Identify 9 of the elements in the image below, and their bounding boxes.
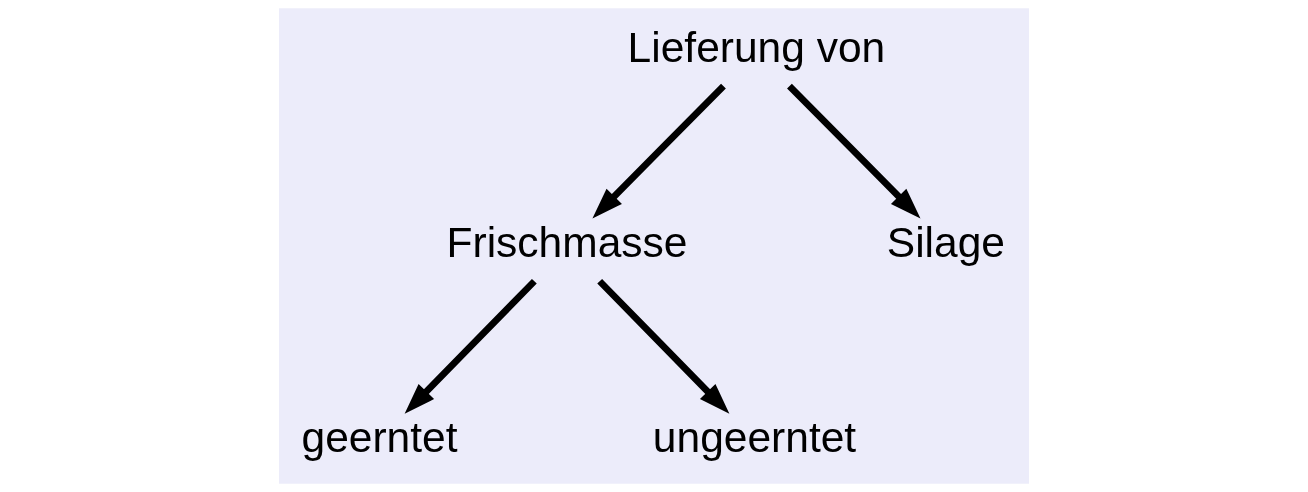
node-text: Silage — [886, 218, 1005, 266]
node-text: ungeerntet — [652, 414, 857, 462]
arrow — [787, 83, 921, 219]
node-text: geerntet — [301, 414, 458, 462]
arrow — [404, 278, 537, 414]
node-text: Frischmasse — [446, 218, 688, 266]
arrow — [597, 278, 730, 414]
arrow — [592, 83, 726, 219]
node-text: Lieferung von — [627, 23, 886, 71]
